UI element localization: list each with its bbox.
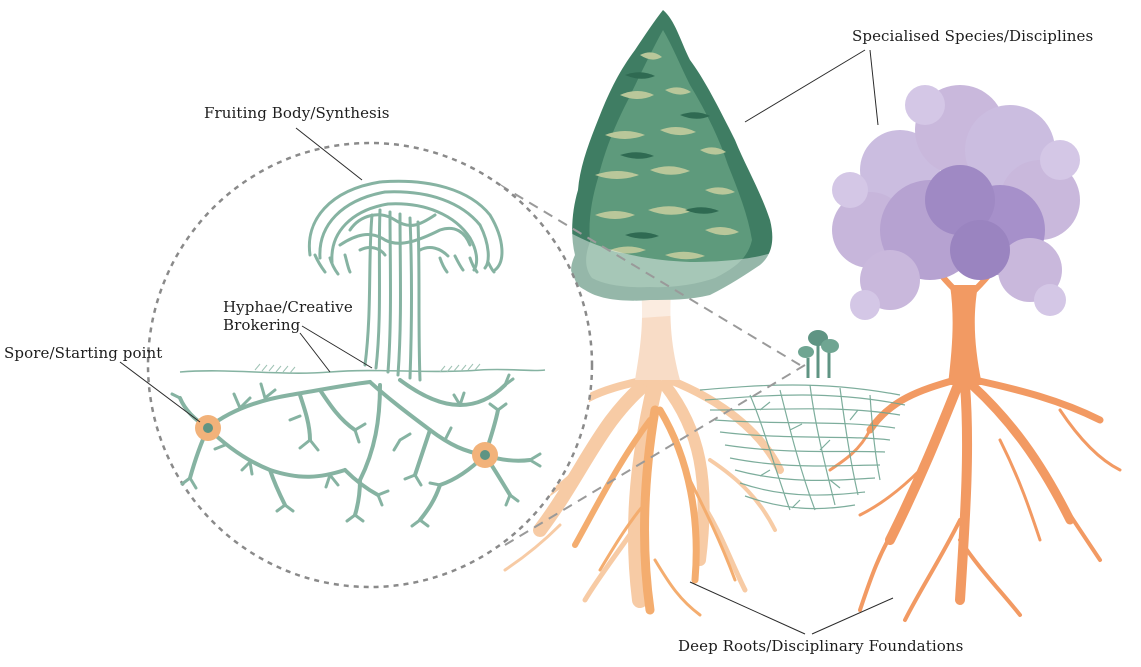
label-fruiting-body: Fruiting Body/Synthesis (204, 104, 390, 122)
label-hyphae: Hyphae/Creative Brokering (223, 298, 363, 334)
lavender-canopy (832, 85, 1080, 320)
leader-roots-b (812, 598, 893, 634)
spore-left (195, 415, 221, 441)
small-mushrooms (798, 330, 839, 378)
leader-roots-a (690, 582, 805, 634)
label-roots: Deep Roots/Disciplinary Foundations (678, 637, 963, 655)
leader-species-a (745, 50, 865, 122)
label-species: Specialised Species/Disciplines (852, 27, 1093, 45)
leader-species-b (870, 50, 878, 125)
spore-right (472, 442, 498, 468)
label-spore: Spore/Starting point (4, 344, 162, 362)
lavender-tree (830, 85, 1120, 620)
lavender-trunk (948, 285, 982, 385)
mycelium-network-right (700, 385, 905, 510)
lavender-roots (830, 380, 1120, 620)
